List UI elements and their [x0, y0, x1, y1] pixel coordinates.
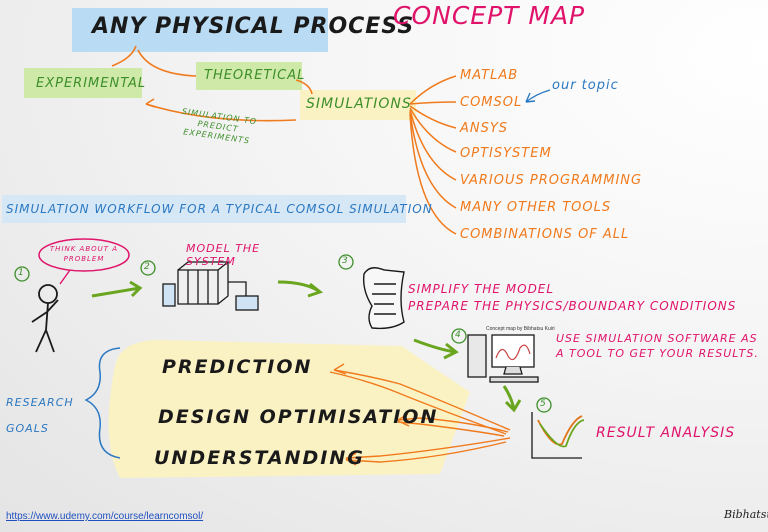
step5-number: 5 [540, 399, 547, 409]
tool-optisystem: OPTISYSTEM [460, 146, 552, 161]
our-topic-note: our topic [552, 78, 619, 93]
arrow-step2-to-3 [277, 280, 324, 298]
result-plot [531, 412, 585, 459]
step2-circle [140, 260, 156, 276]
thought-bubble [38, 238, 130, 272]
page-title: Any Physical Process [92, 14, 415, 39]
arrow-to-experimental [111, 45, 137, 67]
goal-design-optimisation: DESIGN OPTIMISATION [158, 406, 439, 428]
scroll-document [362, 267, 405, 330]
our-topic-arrow [525, 89, 551, 103]
tool-matlab: MATLAB [460, 68, 519, 83]
author-signature: Bibhatsu [724, 508, 768, 521]
step4-caption: Concept map by Bibhatsu Kuiri [486, 326, 555, 332]
research-goals-label: Research goals [6, 396, 74, 435]
stick-figure [31, 284, 59, 353]
arrow-step3-to-4 [413, 338, 459, 360]
arrow-step4-to-5 [502, 385, 522, 413]
experimental-label: Experimental [36, 76, 147, 91]
theoretical-label: Theoretical [204, 68, 306, 83]
system-sketch [162, 261, 259, 311]
tool-combinations: COMBINATIONS OF ALL [460, 227, 630, 242]
step2-number: 2 [144, 262, 151, 272]
bubble-tail [59, 269, 71, 285]
step3-line2: Prepare the physics/boundary conditions [408, 299, 737, 313]
step3-line1: Simplify the model [408, 282, 555, 296]
step3-number: 3 [342, 256, 349, 266]
goal-prediction: PREDICTION [162, 356, 313, 378]
workflow-title: Simulation workflow for a typical COMSOL… [6, 202, 433, 216]
step2-label: Model the system [186, 242, 261, 268]
tool-many-other-tools: MANY OTHER TOOLS [460, 200, 612, 215]
title-highlight [72, 8, 328, 52]
arrowhead-simulation [145, 98, 156, 108]
theoretical-highlight [196, 62, 302, 90]
arrow-simulation-to-experimental [145, 103, 297, 122]
step4-number: 4 [455, 330, 462, 340]
tool-ansys: ANSYS [460, 121, 509, 136]
research-goals-brace [84, 347, 121, 459]
step5-circle [536, 397, 552, 413]
step1-circle [14, 266, 30, 282]
step5-label: Result analysis [596, 425, 736, 441]
step1-bubble-text: Think about a problem [49, 245, 119, 263]
step4-circle [451, 328, 467, 344]
experimental-highlight [24, 68, 142, 98]
arrow-step1-to-2 [91, 280, 143, 298]
simulations-highlight [300, 90, 416, 120]
step4-text: Use simulation software as a tool to get… [556, 332, 759, 360]
arrow-to-theoretical [137, 49, 197, 77]
goal-understanding: UNDERSTANDING [154, 447, 365, 469]
computer-sketch [467, 334, 539, 383]
simulations-label: Simulations [306, 96, 412, 112]
step3-circle [338, 254, 354, 270]
step1-number: 1 [18, 268, 25, 278]
goal-arrows [329, 363, 511, 466]
concept-map-title: Concept Map [393, 1, 586, 30]
arrow-to-simulations [295, 79, 313, 95]
tool-comsol: COMSOL [460, 95, 523, 110]
tool-fan [409, 75, 457, 235]
goals-highlight [108, 340, 471, 478]
workflow-title-highlight [2, 195, 406, 223]
footer-course-link[interactable]: https://www.udemy.com/course/learncomsol… [6, 511, 204, 522]
tool-various-programming: VARIOUS PROGRAMMING [460, 173, 643, 188]
